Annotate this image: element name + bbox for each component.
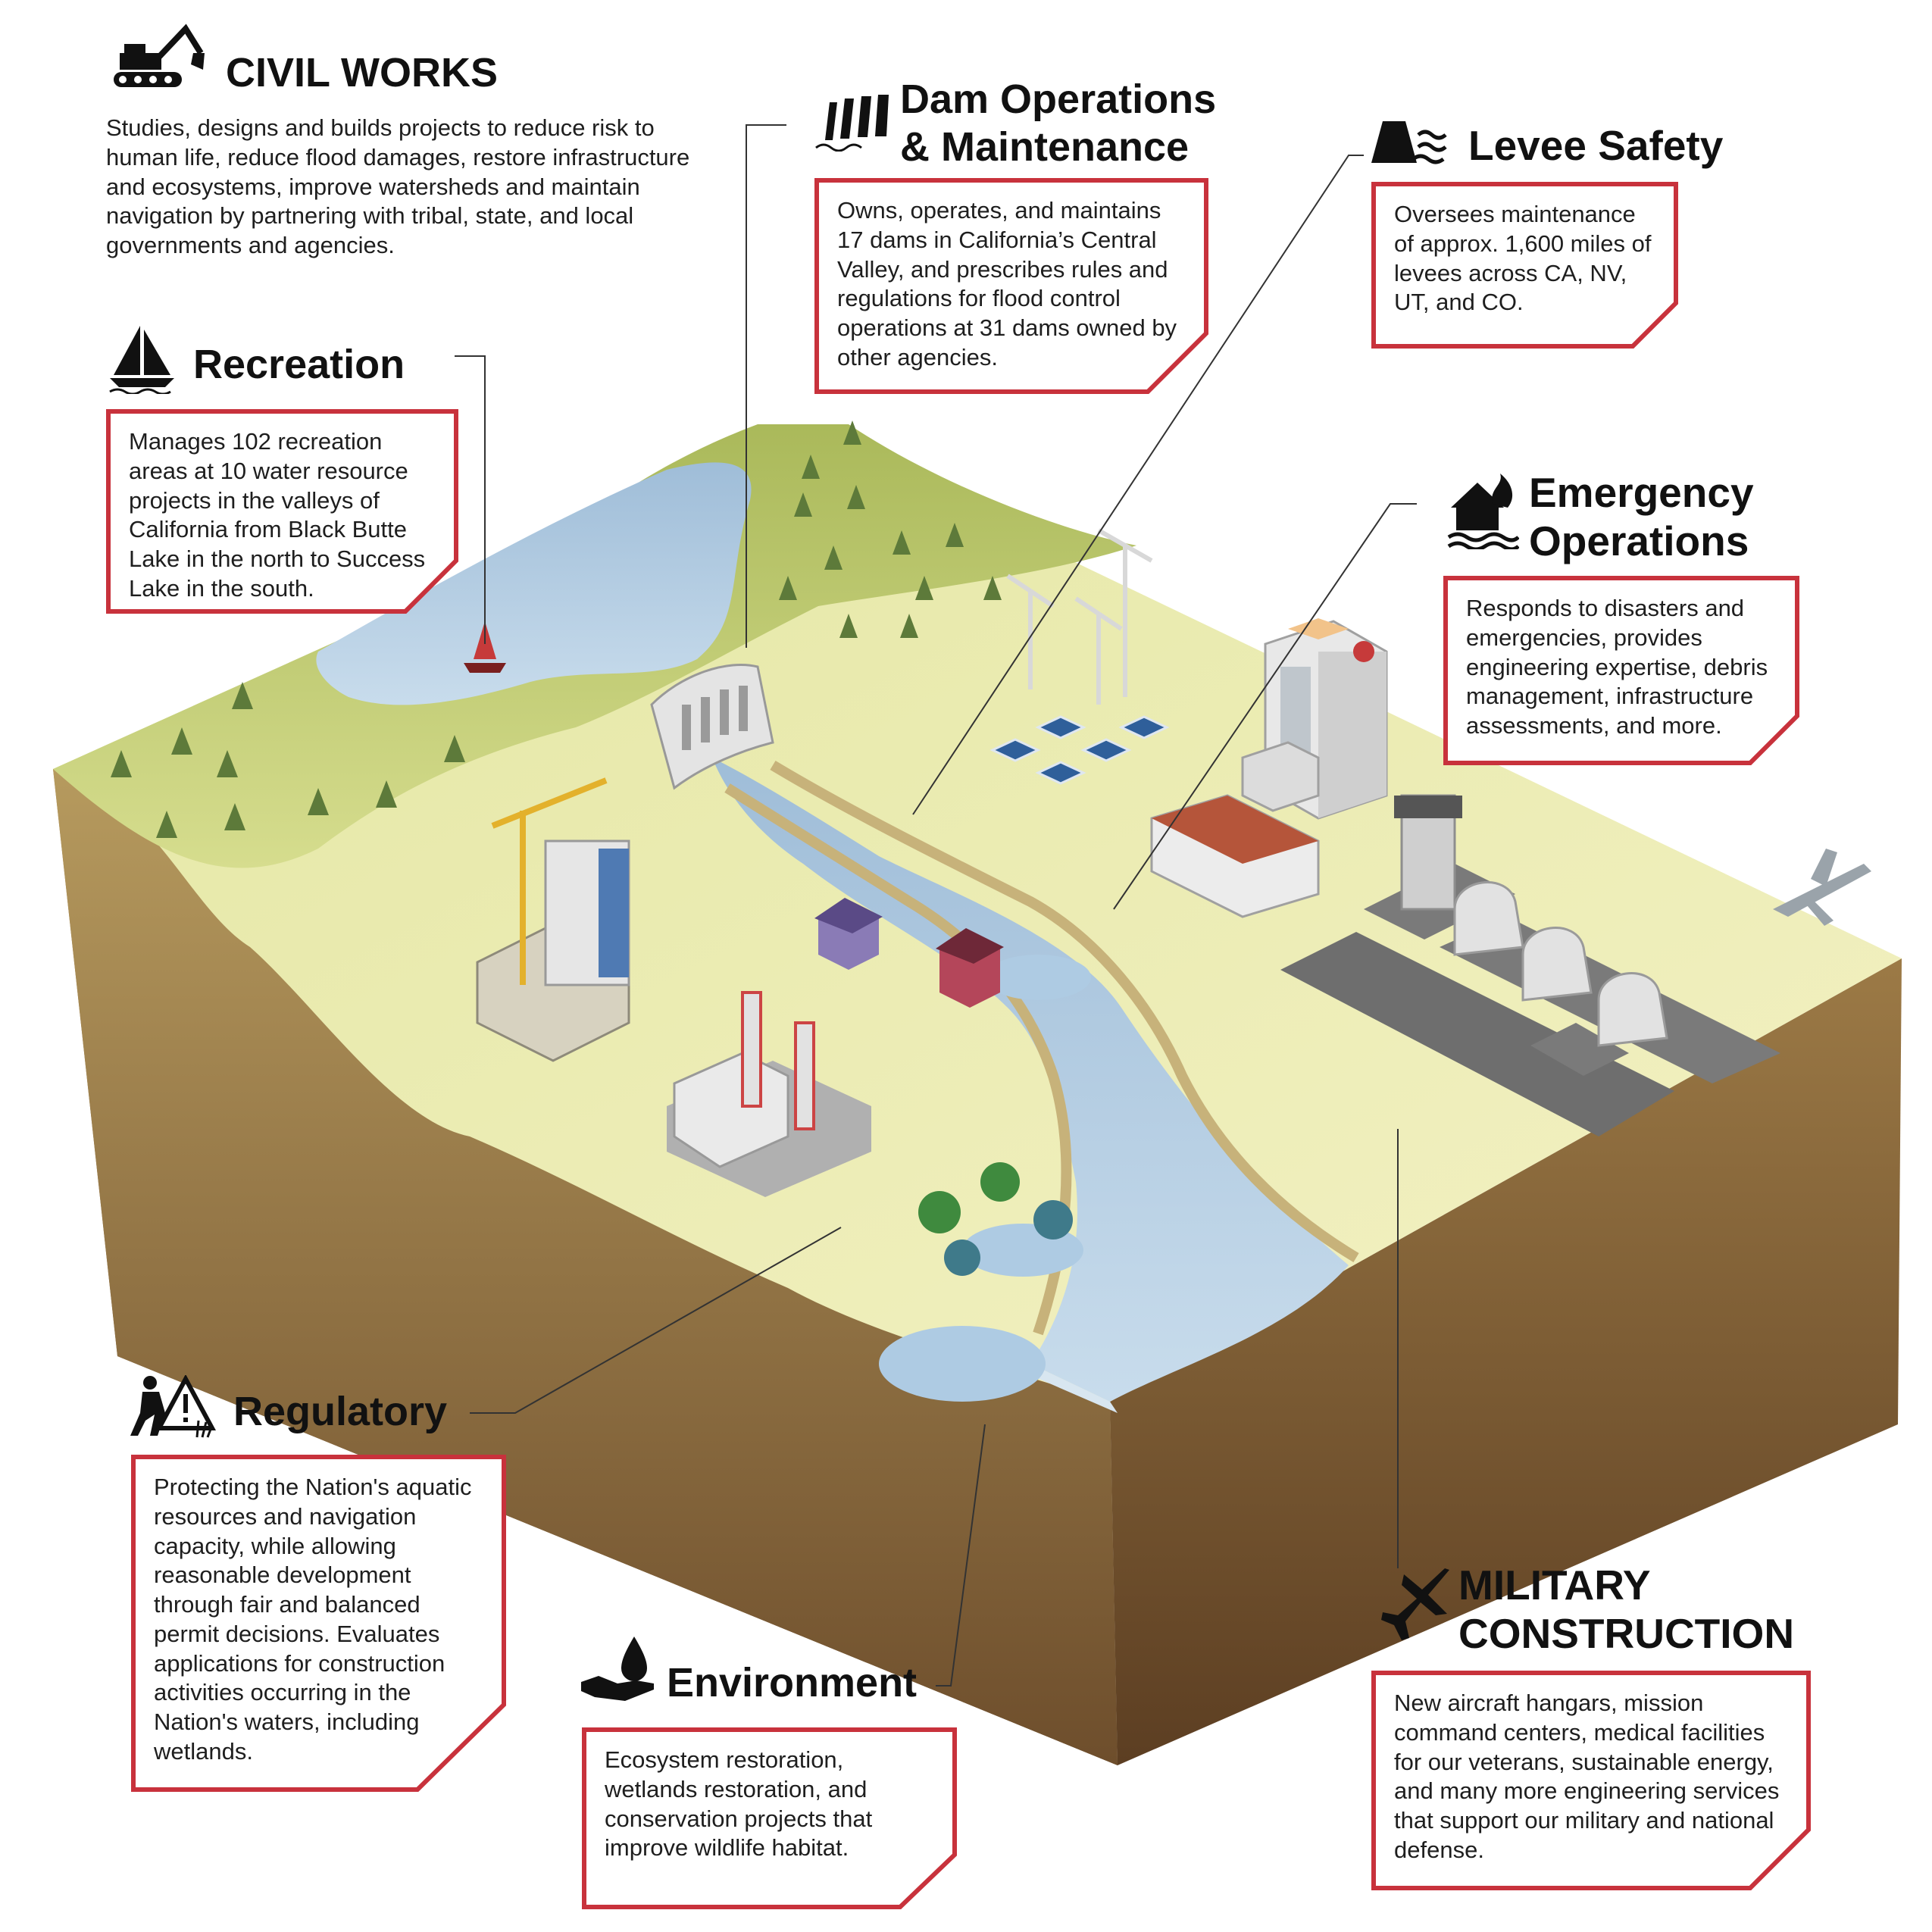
emergency-operations-title-line1: Emergency: [1529, 469, 1754, 516]
leader-lines: [455, 124, 1417, 1687]
recreation-callout: Manages 102 recreation areas at 10 water…: [106, 409, 458, 614]
environment-description: Ecosystem restoration, wetlands restorat…: [605, 1746, 873, 1862]
excavator-icon: [114, 23, 205, 87]
dam-icon: [815, 95, 889, 152]
levee-safety-callout-frame: [1371, 182, 1678, 349]
emergency-operations-callout-frame: [1443, 576, 1799, 765]
leader-levee: [912, 155, 1364, 815]
fighter-jet-icon: [1381, 1568, 1449, 1640]
environment-callout-frame: [582, 1727, 957, 1909]
leader-environment: [936, 1424, 986, 1687]
environment-callout: Ecosystem restoration, wetlands restorat…: [582, 1727, 957, 1909]
emergency-operations-callout: Responds to disasters and emergencies, p…: [1443, 576, 1799, 765]
recreation-callout-frame: [106, 409, 458, 614]
construction-site: [476, 777, 630, 1062]
regulatory-description: Protecting the Nation's aquatic resource…: [154, 1474, 472, 1765]
pond: [985, 955, 1091, 1000]
recreation-title: Recreation: [193, 342, 405, 387]
dam-operations-callout-frame: [814, 178, 1208, 394]
levee-safety-title: Levee Safety: [1468, 122, 1724, 169]
military-construction-callout-frame: [1371, 1671, 1811, 1890]
dam-operations-callout: Owns, operates, and maintains 17 dams in…: [814, 178, 1208, 394]
military-construction-callout: New aircraft hangars, mission command ce…: [1371, 1671, 1811, 1890]
terrain-top: [53, 424, 1902, 1413]
civil-works-description: Studies, designs and builds projects to …: [106, 114, 690, 258]
power-plant: [667, 991, 871, 1197]
solar-panels: [989, 715, 1170, 785]
regulatory-callout: Protecting the Nation's aquatic resource…: [131, 1455, 506, 1792]
dam-operations-title-line2: & Maintenance: [900, 124, 1190, 170]
sailboat-icon: [109, 326, 174, 394]
worker-warning-icon: [130, 1375, 216, 1438]
lake: [316, 462, 752, 705]
fighter-jet: [1773, 849, 1871, 926]
wind-turbines: [1006, 528, 1153, 705]
emergency-operations-title: Emergency Operations: [1529, 468, 1754, 566]
leader-regulatory: [470, 1227, 842, 1414]
regulatory-title: Regulatory: [233, 1389, 448, 1434]
airfield: [1280, 794, 1780, 1136]
dam: [650, 663, 774, 790]
military-construction-title-line1: MILITARY: [1458, 1562, 1651, 1608]
military-construction-description: New aircraft hangars, mission command ce…: [1394, 1690, 1780, 1863]
river: [712, 758, 1349, 1402]
dam-operations-description: Owns, operates, and maintains 17 dams in…: [837, 197, 1177, 370]
houses: [814, 898, 1004, 1008]
barracks: [1150, 794, 1320, 918]
emergency-operations-description: Responds to disasters and emergencies, p…: [1466, 595, 1768, 739]
house-fire-icon: [1447, 474, 1519, 549]
pine-trees: [111, 420, 1002, 838]
military-construction-title-line2: CONSTRUCTION: [1458, 1610, 1795, 1658]
levee-safety-description: Oversees maintenance of approx. 1,600 mi…: [1394, 201, 1652, 316]
military-construction-title: MILITARY CONSTRUCTION: [1458, 1561, 1794, 1658]
civil-works-title: CIVIL WORKS: [226, 50, 499, 95]
dam-operations-title-line1: Dam Operations: [900, 77, 1217, 122]
leader-emergency: [1113, 503, 1417, 910]
wetland-pond: [879, 1326, 1046, 1402]
leader-dam: [746, 124, 786, 648]
levee-icon: [1371, 121, 1447, 164]
environment-title: Environment: [667, 1660, 918, 1705]
dam-operations-title: Dam Operations & Maintenance: [900, 76, 1216, 171]
levee-safety-callout: Oversees maintenance of approx. 1,600 mi…: [1371, 182, 1678, 349]
leader-recreation: [455, 355, 486, 644]
hospital: [1241, 618, 1388, 820]
emergency-operations-title-line2: Operations: [1529, 517, 1749, 565]
deciduous-trees: [918, 1162, 1073, 1276]
hand-water-drop-icon: [581, 1637, 654, 1701]
regulatory-callout-frame: [131, 1455, 506, 1792]
recreation-description: Manages 102 recreation areas at 10 water…: [129, 428, 426, 602]
